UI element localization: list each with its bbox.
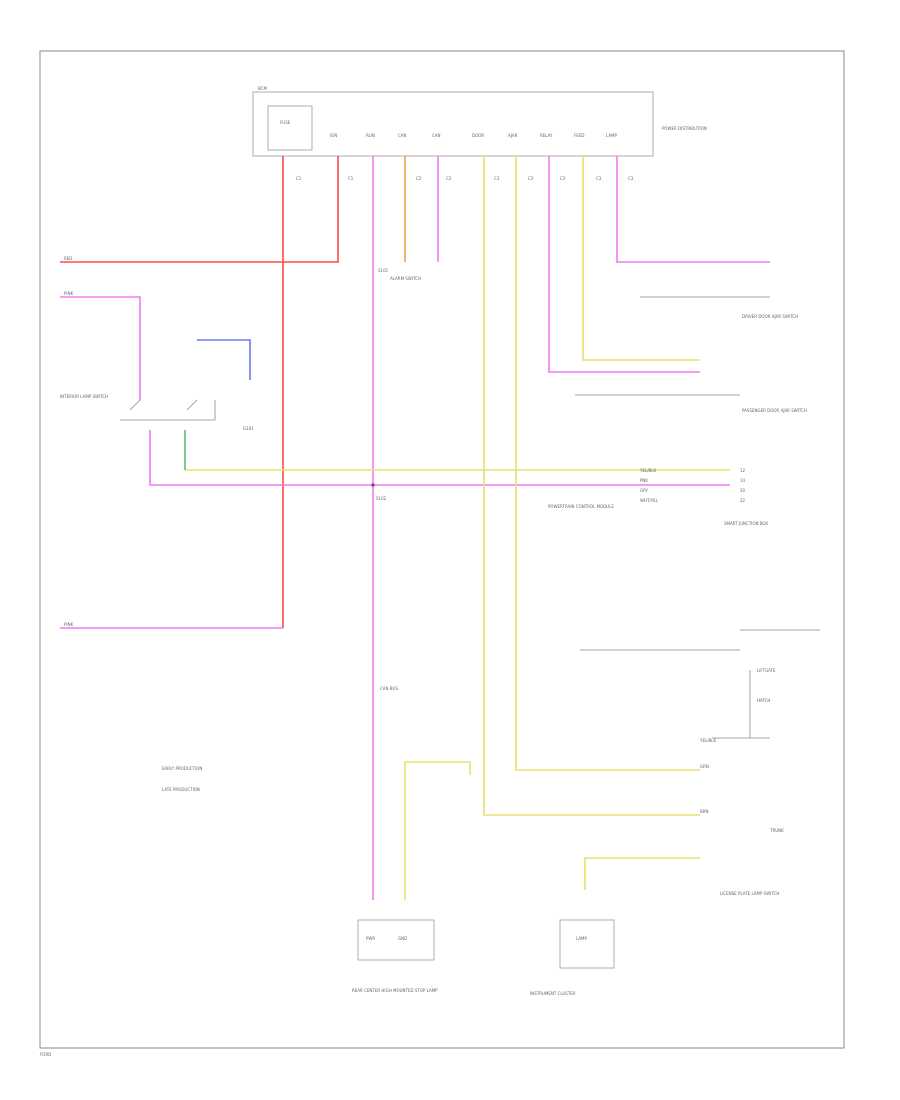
pin-number: C2: [416, 176, 422, 181]
wire-blue: [197, 339, 251, 380]
alarm-switch-label: ALARM SWITCH: [390, 276, 421, 281]
page-code: FORD: [40, 1052, 51, 1057]
switch-body: [120, 400, 216, 421]
module-pin-label: CAN: [398, 133, 407, 138]
diagram-frame: [39, 50, 845, 1049]
lower-pin-label: BRN: [700, 809, 709, 814]
connector-block: POWERTRAIN CONTROL MODULE SMART JUNCTION…: [548, 468, 768, 526]
wire-group: [60, 156, 770, 900]
switch-contact: [186, 399, 198, 411]
rear-stop-lamp-module: PWR GND REAR CENTER HIGH MOUNTED STOP LA…: [352, 919, 438, 993]
connector-pin-number: 20: [740, 488, 746, 493]
pin-number: C3: [494, 176, 500, 181]
input-label: PINK: [64, 291, 74, 296]
legend: EARLY PRODUCTION LATE PRODUCTION: [162, 766, 202, 792]
lower-switch-group: LIFTGATE HATCH TRUNK YEL/BLK GRN BRN LIC…: [699, 668, 784, 896]
module-header: BCM: [258, 86, 267, 91]
instrument-cluster-box: [559, 919, 615, 969]
wire-pink-horizontal: [149, 430, 730, 486]
fuse-box: [267, 105, 313, 151]
module-pin-label: AJAR: [508, 133, 518, 138]
connector-pin: PNK: [640, 478, 648, 483]
lower-right-label: LIFTGATE: [757, 668, 776, 673]
input-label: PINK: [64, 622, 74, 627]
connector-pin-number: 12: [740, 468, 746, 473]
connector-pin-number: 14: [740, 478, 746, 483]
pin-number: C2: [446, 176, 452, 181]
lower-pin-label: YEL/BLK: [699, 738, 717, 743]
switch-label: INTERIOR LAMP SWITCH: [60, 394, 108, 399]
wire-yellow-right: [582, 156, 700, 361]
wire-pink-right: [548, 156, 700, 373]
lower-pin-label: GRN: [700, 764, 709, 769]
rear-stop-lamp-pin: GND: [398, 936, 407, 941]
connector-pin: GRY: [640, 488, 649, 493]
fuse-label: FUSE: [280, 120, 291, 125]
module-pin-label: RUN: [366, 133, 375, 138]
pin-number: C3: [528, 176, 534, 181]
pin-number: C3: [596, 176, 602, 181]
module-pin-label: DOOR: [472, 133, 484, 138]
module-pin-numbers: C1 C1 C2 C2 C3 C3 C3 C3 C3: [296, 176, 634, 181]
module-pin-label: IGN: [330, 133, 337, 138]
interior-lamp-switch: INTERIOR LAMP SWITCH: [60, 394, 216, 421]
module-side-note: POWER DISTRIBUTION: [662, 126, 707, 131]
wire-yellow-relay: [483, 156, 700, 816]
wire-yellow-feed: [515, 156, 700, 771]
module-pin-labels: IGN RUN CAN CAN DOOR AJAR RELAY FEED LAM…: [330, 133, 618, 138]
connector-right-label: SMART JUNCTION BOX: [724, 521, 768, 526]
switch-contact: [129, 399, 141, 411]
door-switch-label: DRIVER DOOR AJAR SWITCH: [742, 314, 798, 319]
pin-number: C1: [348, 176, 354, 181]
input-label: RED: [64, 256, 72, 261]
instrument-cluster-label: INSTRUMENT CLUSTER: [530, 991, 576, 996]
wire-yellow-loop: [404, 761, 471, 900]
connector-pin-number: 22: [740, 498, 746, 503]
lower-right-label: HATCH: [757, 698, 770, 703]
splice-label: S102: [376, 496, 387, 501]
instrument-cluster-pin: LAMP: [576, 936, 588, 941]
ground-label: G101: [243, 426, 254, 431]
lower-group-label: LICENSE PLATE LAMP SWITCH: [720, 891, 779, 896]
wire-yellow-cluster: [584, 857, 700, 890]
legend-item: EARLY PRODUCTION: [162, 766, 202, 771]
module-pin-label: FEED: [574, 133, 584, 138]
can-label: CAN BUS: [380, 686, 398, 691]
lower-right-label: TRUNK: [769, 828, 784, 833]
connector-pin: YEL/BLK: [639, 468, 657, 473]
pin-number: C3: [560, 176, 566, 181]
splice-label: S101: [378, 268, 389, 273]
door-switch-label: PASSENGER DOOR AJAR SWITCH: [742, 408, 807, 413]
module-pin-label: RELAY: [540, 133, 553, 138]
connector-left-label: POWERTRAIN CONTROL MODULE: [548, 504, 614, 509]
gray-traces: [575, 296, 820, 739]
instrument-cluster-module: LAMP INSTRUMENT CLUSTER: [530, 919, 615, 996]
wire-red-feed: [60, 156, 339, 263]
module-pin-label: CAN: [432, 133, 441, 138]
main-module-box: [252, 91, 654, 157]
pin-number: C1: [296, 176, 302, 181]
pin-number: C3: [628, 176, 634, 181]
legend-item: LATE PRODUCTION: [162, 787, 200, 792]
rear-stop-lamp-label: REAR CENTER HIGH MOUNTED STOP LAMP: [352, 988, 438, 993]
module-pin-label: LAMP: [606, 133, 618, 138]
rear-stop-lamp-box: [357, 919, 435, 961]
rear-stop-lamp-pin: PWR: [366, 936, 375, 941]
wire-pink-top-right: [616, 156, 770, 263]
splice-dot: [371, 483, 375, 487]
connector-pin: WHT/YEL: [640, 498, 659, 503]
wire-pink-switch: [60, 296, 141, 400]
